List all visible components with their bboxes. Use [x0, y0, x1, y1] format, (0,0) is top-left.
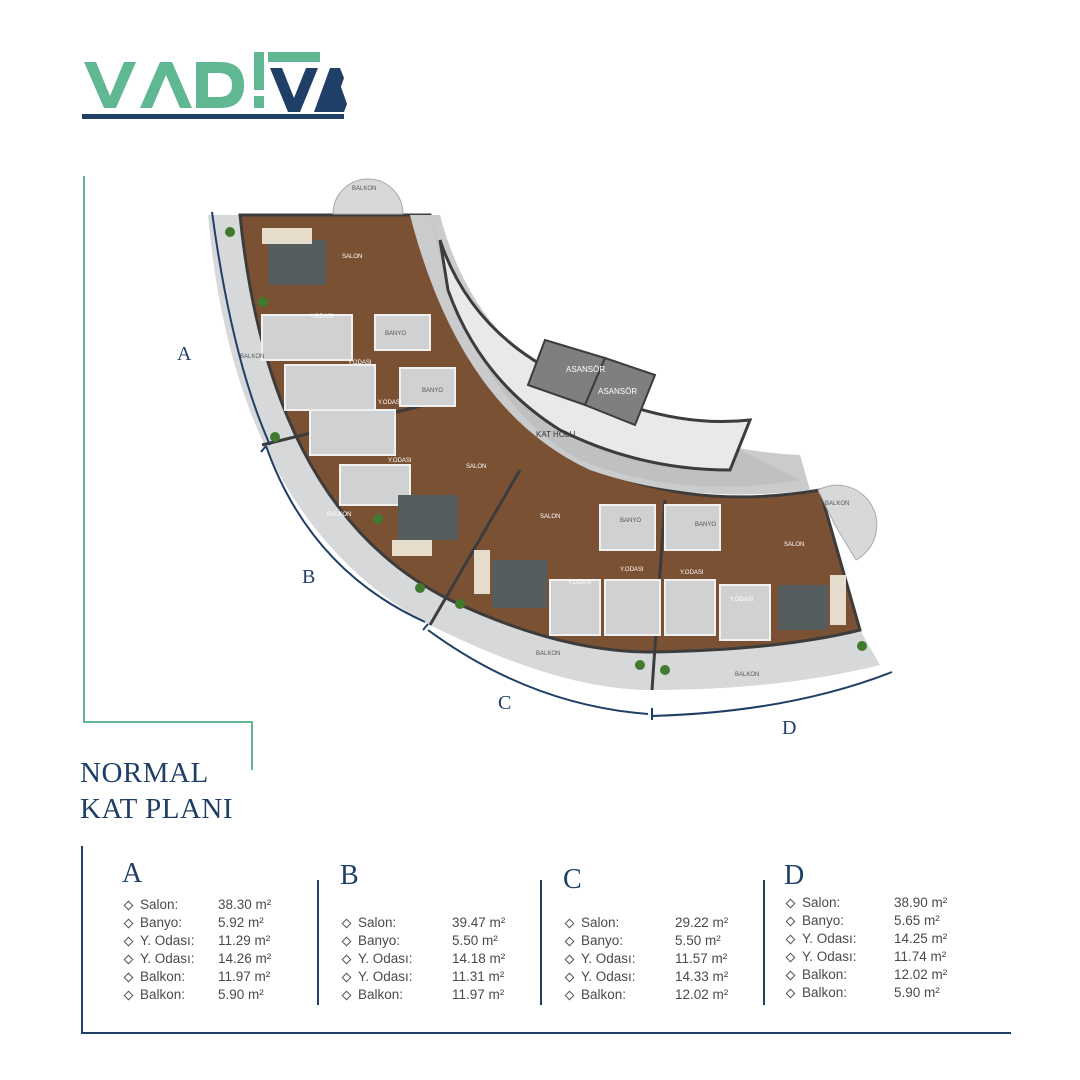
svg-text:BALKON: BALKON	[825, 501, 849, 507]
svg-text:Y.ODASI: Y.ODASI	[348, 360, 372, 366]
diamond-icon	[123, 936, 134, 946]
divider-3	[763, 880, 765, 1005]
diamond-icon	[785, 952, 796, 962]
unit-b-table: B Salon:39.47 m² Banyo:5.50 m² Y. Odası:…	[340, 862, 505, 1004]
diamond-icon	[123, 954, 134, 964]
svg-text:BANYO: BANYO	[422, 388, 443, 394]
divider-2	[540, 880, 542, 1005]
section-label-d: D	[782, 717, 797, 739]
unit-c-row: Y. Odası:11.57 m²	[563, 950, 728, 968]
diamond-icon	[341, 954, 352, 964]
diamond-icon	[785, 898, 796, 908]
diamond-icon	[341, 918, 352, 928]
unit-b-row: Y. Odası:11.31 m²	[340, 968, 505, 986]
svg-text:SALON: SALON	[466, 464, 486, 470]
page-title: NORMAL KAT PLANI	[80, 755, 233, 827]
unit-b-letter: B	[340, 860, 359, 891]
svg-text:Y.ODASI: Y.ODASI	[568, 580, 592, 586]
diamond-icon	[785, 970, 796, 980]
unit-a-row: Y. Odası:11.29 m²	[122, 932, 271, 950]
svg-text:SALON: SALON	[784, 542, 804, 548]
svg-text:Y.ODASI: Y.ODASI	[378, 400, 402, 406]
diamond-icon	[785, 916, 796, 926]
diamond-icon	[123, 918, 134, 928]
vadiva-logo	[82, 52, 347, 119]
svg-text:BALKON: BALKON	[352, 186, 376, 192]
diamond-icon	[564, 990, 575, 1000]
unit-b-row: Salon:39.47 m²	[340, 914, 505, 932]
svg-text:Y.ODASI: Y.ODASI	[730, 597, 754, 603]
unit-d-row: Balkon:5.90 m²	[784, 984, 947, 1002]
diamond-icon	[564, 954, 575, 964]
title-line-1: NORMAL	[80, 757, 209, 789]
unit-a-row: Balkon:5.90 m²	[122, 986, 271, 1004]
svg-text:Y.ODASI: Y.ODASI	[620, 567, 644, 573]
diamond-icon	[564, 936, 575, 946]
unit-a-row: Banyo:5.92 m²	[122, 914, 271, 932]
diamond-icon	[123, 900, 134, 910]
svg-text:SALON: SALON	[540, 514, 560, 520]
unit-a-table: A Salon:38.30 m² Banyo:5.92 m² Y. Odası:…	[122, 860, 271, 1004]
title-line-2: KAT PLANI	[80, 793, 233, 825]
unit-a-row: Salon:38.30 m²	[122, 896, 271, 914]
svg-text:BALKON: BALKON	[735, 672, 759, 678]
diamond-icon	[123, 972, 134, 982]
svg-text:Y.ODASI: Y.ODASI	[310, 314, 334, 320]
unit-d-row: Y. Odası:11.74 m²	[784, 948, 947, 966]
diamond-icon	[564, 972, 575, 982]
unit-b-row: Y. Odası:14.18 m²	[340, 950, 505, 968]
diamond-icon	[341, 936, 352, 946]
section-label-a: A	[177, 343, 192, 365]
unit-c-letter: C	[563, 864, 582, 895]
section-label-b: B	[302, 566, 316, 588]
svg-text:BALKON: BALKON	[240, 354, 264, 360]
unit-a-row: Balkon:11.97 m²	[122, 968, 271, 986]
elevator-label-2: ASANSÖR	[598, 387, 637, 396]
unit-d-row: Balkon:12.02 m²	[784, 966, 947, 984]
section-label-c: C	[498, 692, 512, 714]
unit-c-row: Y. Odası:14.33 m²	[563, 968, 728, 986]
unit-d-row: Y. Odası:14.25 m²	[784, 930, 947, 948]
frame-bottom-line	[81, 1032, 1011, 1034]
svg-text:BANYO: BANYO	[385, 331, 406, 337]
svg-text:BALKON: BALKON	[536, 651, 560, 657]
diamond-icon	[341, 972, 352, 982]
diamond-icon	[785, 934, 796, 944]
svg-text:Y.ODASI: Y.ODASI	[388, 458, 412, 464]
hall-label: KAT HOLU	[536, 430, 575, 439]
diamond-icon	[564, 918, 575, 928]
frame-left-line	[81, 846, 83, 1034]
unit-a-row: Y. Odası:14.26 m²	[122, 950, 271, 968]
unit-a-letter: A	[122, 858, 143, 889]
svg-text:Y.ODASI: Y.ODASI	[680, 570, 704, 576]
unit-d-table: D Salon:38.90 m² Banyo:5.65 m² Y. Odası:…	[784, 862, 947, 1002]
unit-d-row: Salon:38.90 m²	[784, 894, 947, 912]
svg-text:BANYO: BANYO	[620, 518, 641, 524]
diamond-icon	[123, 990, 134, 1000]
unit-c-row: Balkon:12.02 m²	[563, 986, 728, 1004]
unit-b-row: Banyo:5.50 m²	[340, 932, 505, 950]
unit-d-row: Banyo:5.65 m²	[784, 912, 947, 930]
svg-text:SALON: SALON	[342, 254, 362, 260]
unit-d-letter: D	[784, 860, 805, 891]
diamond-icon	[341, 990, 352, 1000]
unit-b-row: Balkon:11.97 m²	[340, 986, 505, 1004]
unit-c-row: Banyo:5.50 m²	[563, 932, 728, 950]
unit-c-table: C Salon:29.22 m² Banyo:5.50 m² Y. Odası:…	[563, 866, 728, 1004]
diamond-icon	[785, 988, 796, 998]
elevator-label-1: ASANSÖR	[566, 365, 605, 374]
divider-1	[317, 880, 319, 1005]
svg-text:BANYO: BANYO	[695, 522, 716, 528]
unit-c-row: Salon:29.22 m²	[563, 914, 728, 932]
svg-text:BALKON: BALKON	[327, 512, 351, 518]
